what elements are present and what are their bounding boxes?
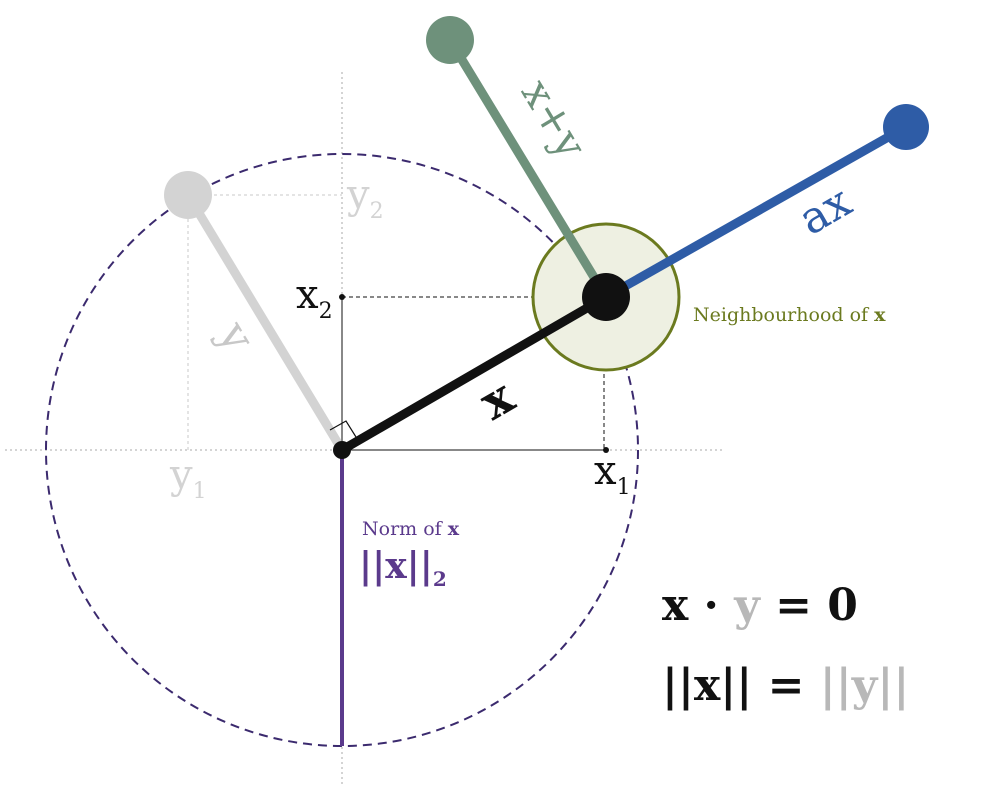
norm-label: Norm of x [362,518,460,540]
right-angle-marker [329,420,357,438]
y-vector-head [164,171,212,219]
scaled-vector [603,123,909,301]
x1-label: x1 [594,448,631,500]
sum-vector-label: x+y [512,71,597,167]
origin-point [333,441,351,459]
y2-label: y2 [346,172,384,224]
x2-label: x2 [296,272,333,324]
neighbourhood-label: Neighbourhood of x [693,304,886,326]
x1-tick [603,447,609,453]
norm-equality-equation: ||x|| = ||y|| [662,660,909,711]
x2-tick [339,294,345,300]
x-vector-head [582,273,630,321]
y-vector-label: y [207,312,264,361]
y-vector [184,192,346,453]
x-vector [339,293,609,454]
x-vector-label: x [471,368,524,431]
dot-product-equation: x · y = 0 [662,580,858,631]
sum-vector-head [426,16,474,64]
y1-label: y1 [169,452,207,504]
sum-vector [446,37,610,300]
scaled-vector-head [883,104,929,150]
norm-circle [45,153,639,747]
norm-formula: ||x||2 [359,545,447,591]
